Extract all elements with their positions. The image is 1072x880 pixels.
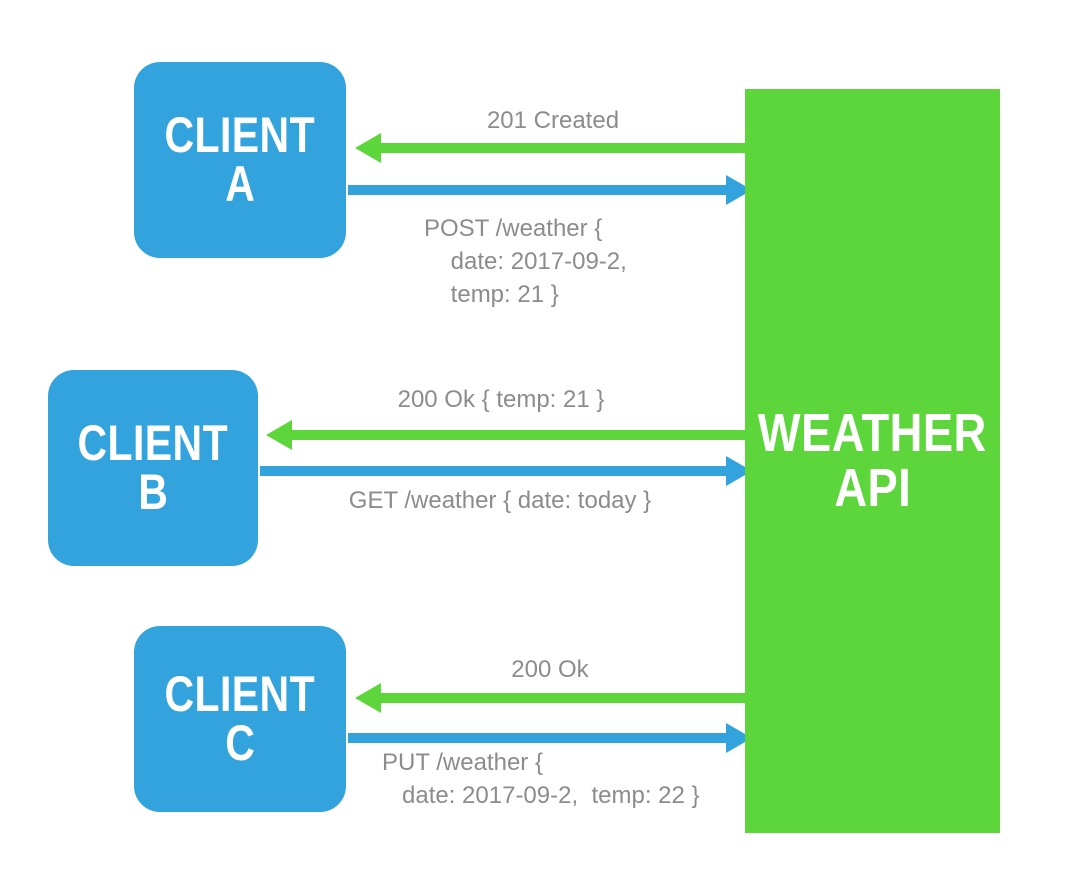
node-client-c-line1: CLIENT: [164, 666, 316, 722]
node-weather-api[interactable]: WEATHER API: [745, 89, 1000, 833]
node-client-b-line2: B: [137, 464, 169, 520]
node-weather-api-line1: WEATHER: [758, 402, 987, 463]
arrow-shaft: [379, 693, 745, 703]
arrow-shaft: [290, 430, 751, 440]
label-request-client-a: POST /weather { date: 2017-09-2, temp: 2…: [424, 215, 627, 309]
label-request-client-c: PUT /weather { date: 2017-09-2, temp: 22…: [382, 749, 700, 810]
label-response-client-a: 201 Created: [486, 107, 620, 134]
arrow-shaft: [348, 185, 728, 195]
arrow-shaft: [260, 466, 728, 476]
node-client-b[interactable]: CLIENT B: [48, 370, 258, 566]
arrow-head-left: [355, 683, 381, 713]
node-client-b-line1: CLIENT: [77, 415, 229, 471]
node-weather-api-line2: API: [834, 458, 911, 518]
node-client-a-line1: CLIENT: [164, 107, 316, 163]
arrow-shaft: [379, 143, 751, 153]
node-client-c[interactable]: CLIENT C: [134, 626, 346, 812]
label-response-client-c: 200 Ok: [511, 656, 589, 683]
node-client-c-line2: C: [224, 715, 256, 771]
arrow-shaft: [348, 733, 728, 743]
label-request-client-b: GET /weather { date: today }: [348, 487, 652, 514]
node-client-a-line2: A: [224, 156, 256, 212]
node-client-a[interactable]: CLIENT A: [134, 62, 346, 258]
label-response-client-b: 200 Ok { temp: 21 }: [397, 386, 605, 413]
arrow-head-left: [266, 420, 292, 450]
arrow-head-left: [355, 133, 381, 163]
